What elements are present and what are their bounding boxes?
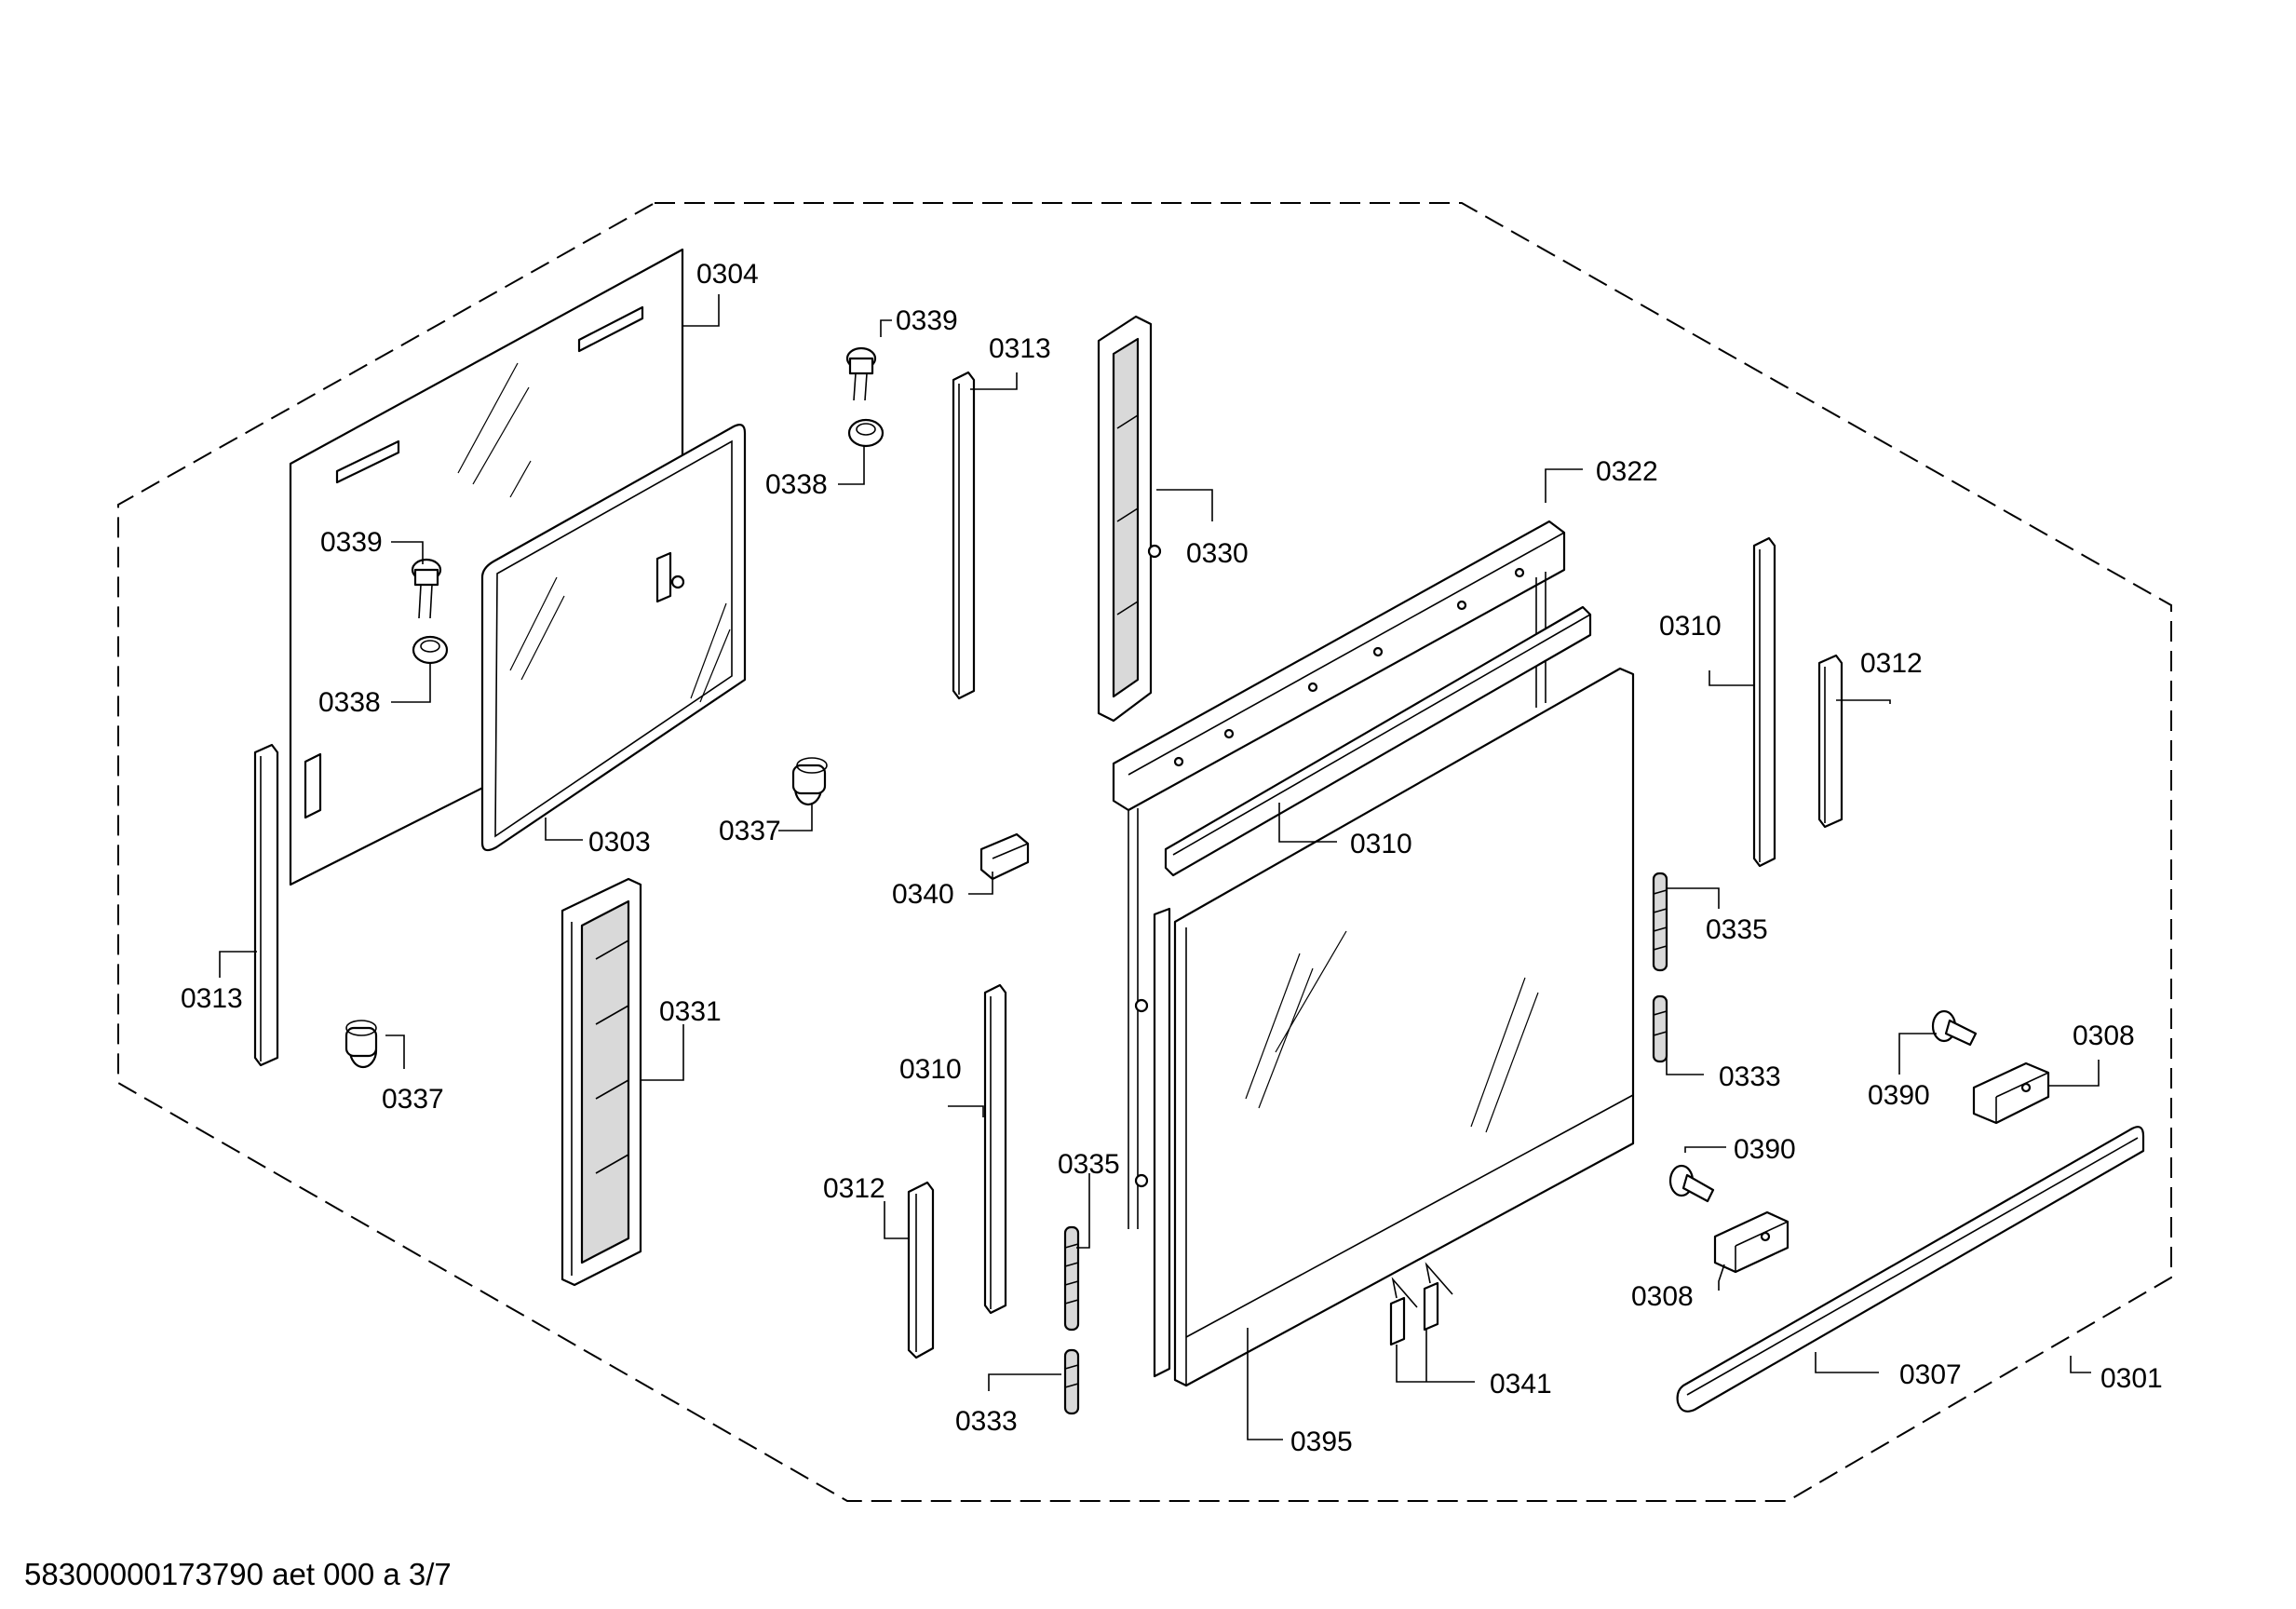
callout-0333-right: 0333 [1719, 1061, 1781, 1092]
callout-0310-right: 0310 [1659, 611, 1722, 642]
callout-0338-top: 0338 [765, 469, 828, 500]
callout-0308-bottom: 0308 [1631, 1281, 1694, 1312]
part-0303-inner-glass[interactable] [480, 424, 747, 852]
callout-0303: 0303 [588, 827, 651, 858]
callout-0390-bottom: 0390 [1734, 1134, 1796, 1165]
callout-0335-left: 0335 [1058, 1149, 1120, 1180]
callout-labels: 0304 0303 0339 0338 0313 0337 0331 0339 … [181, 259, 2163, 1457]
part-0337-middle-pin[interactable] [791, 757, 828, 806]
part-0313-top-strip[interactable] [952, 371, 976, 700]
callout-0335-right: 0335 [1706, 914, 1768, 945]
part-0333-left-spring[interactable] [1063, 1348, 1080, 1415]
callout-0307: 0307 [1899, 1359, 1962, 1390]
callout-0312-left: 0312 [823, 1173, 885, 1204]
part-0330-right-bracket[interactable] [1097, 315, 1162, 723]
document-code: 58300000173790 aet 000 a 3/7 [24, 1557, 452, 1591]
callout-0337-left: 0337 [382, 1084, 444, 1115]
part-0310-lower-strip[interactable] [983, 983, 1007, 1315]
part-0338-left-cap[interactable] [412, 635, 449, 665]
callout-0312-right: 0312 [1860, 648, 1923, 679]
part-0341-hinge-clips[interactable] [1389, 1262, 1453, 1346]
callout-0310-left: 0310 [899, 1054, 962, 1085]
callout-0340: 0340 [892, 879, 954, 910]
part-0313-left-strip[interactable] [253, 743, 279, 1067]
part-0307-handle-bar[interactable] [1676, 1126, 2145, 1413]
part-0337-left-pin[interactable] [344, 1020, 378, 1069]
part-0390-top-screw[interactable] [1931, 1009, 1978, 1047]
part-0338-top-cap[interactable] [847, 418, 885, 448]
callout-0308-top: 0308 [2073, 1021, 2135, 1051]
part-0395-front-glass[interactable] [1153, 667, 1635, 1387]
part-0322-top-rail[interactable] [1112, 520, 1566, 1229]
callout-0313-top: 0313 [989, 333, 1051, 364]
callout-0337-mid: 0337 [719, 816, 781, 846]
assembly-boundary [117, 202, 2172, 1502]
part-0308-bottom-block[interactable] [1713, 1210, 1790, 1274]
callout-0331: 0331 [659, 996, 722, 1027]
part-0339-left-clip[interactable] [411, 558, 442, 619]
part-0310-right-strip[interactable] [1752, 536, 1776, 868]
callout-0313-left: 0313 [181, 983, 243, 1014]
callout-0339-left: 0339 [320, 527, 383, 558]
part-0312-right-strip[interactable] [1817, 654, 1844, 829]
part-0312-lower-strip[interactable] [907, 1181, 935, 1359]
part-0335-left-spring[interactable] [1063, 1225, 1080, 1332]
callout-0301: 0301 [2100, 1363, 2163, 1394]
callout-0339-top: 0339 [896, 305, 958, 336]
callout-0322: 0322 [1596, 456, 1658, 487]
callout-0330: 0330 [1186, 538, 1249, 569]
callout-0395: 0395 [1290, 1426, 1353, 1457]
callout-0333-left: 0333 [955, 1406, 1018, 1437]
callout-0341: 0341 [1490, 1369, 1552, 1399]
part-0310-middle-bar[interactable] [1164, 605, 1592, 877]
part-0390-bottom-screw[interactable] [1668, 1164, 1715, 1203]
part-0340-latch[interactable] [979, 832, 1030, 881]
callout-0304: 0304 [696, 259, 759, 290]
callout-0338-left: 0338 [318, 687, 381, 718]
part-0335-right-spring[interactable] [1652, 872, 1668, 972]
leader-lines [219, 294, 2100, 1440]
callout-0310-mid: 0310 [1350, 829, 1412, 859]
part-0308-top-block[interactable] [1972, 1061, 2050, 1125]
callout-0390-top: 0390 [1868, 1080, 1930, 1111]
part-0339-top-clip[interactable] [845, 346, 877, 401]
part-0333-right-spring[interactable] [1652, 994, 1668, 1063]
part-0331-left-bracket[interactable] [560, 877, 642, 1287]
